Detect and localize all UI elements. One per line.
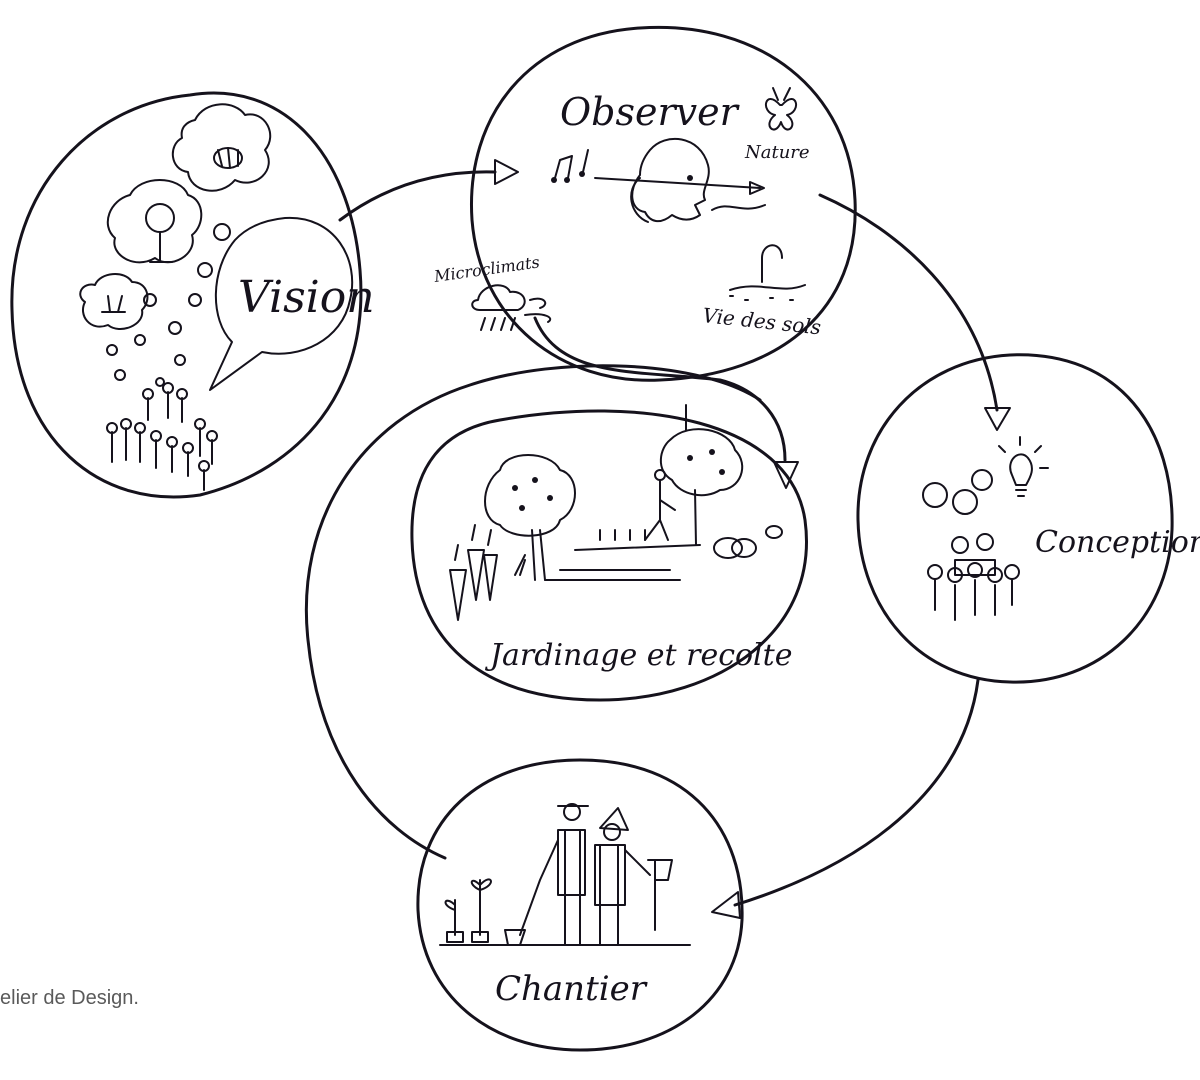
arrow-observer-to-jardinage xyxy=(533,316,787,462)
observer-stage: Observer Nature Microclimats xyxy=(432,25,857,382)
thought-bubbles xyxy=(106,223,231,387)
gears-icon xyxy=(922,469,993,515)
arrowhead-icon xyxy=(749,181,765,195)
arrow-observer-to-conception xyxy=(818,193,999,412)
observer-circle xyxy=(469,25,857,382)
plant-dream-icon xyxy=(79,273,149,330)
chantier-stage: Chantier xyxy=(416,758,744,1052)
arrow-chantier-loop xyxy=(304,364,762,860)
chantier-label: Chantier xyxy=(495,969,648,1009)
gardeners-icon xyxy=(504,803,673,946)
garden-beds xyxy=(514,529,701,581)
arrowhead-icon xyxy=(494,159,519,185)
observer-face-icon xyxy=(630,137,710,223)
conception-stage: Conception xyxy=(856,353,1200,684)
tree-dream-icon xyxy=(106,179,203,264)
butterfly-icon xyxy=(765,87,797,131)
arrowhead-icon xyxy=(984,407,1011,431)
cloud-rain-icon xyxy=(471,284,552,331)
gardener-icon xyxy=(644,469,676,541)
jardinage-circle xyxy=(410,409,808,702)
conception-circle xyxy=(856,353,1174,684)
conception-label: Conception xyxy=(1035,525,1200,560)
seedlings-icon xyxy=(444,878,492,943)
lightbulb-icon xyxy=(998,436,1049,497)
jardinage-stage: Jardinage et recolte xyxy=(410,404,808,702)
gaze-arrow xyxy=(594,177,761,189)
music-notes-icon xyxy=(551,149,589,183)
pumpkins-icon xyxy=(713,525,783,559)
jardinage-label: Jardinage et recolte xyxy=(484,638,792,673)
vision-stage: Vision xyxy=(10,91,375,499)
bee-icon xyxy=(172,103,272,192)
wind-line xyxy=(711,204,766,211)
arrow-conception-to-chantier xyxy=(733,678,980,907)
carrots-icon xyxy=(449,524,498,621)
vision-label: Vision xyxy=(238,272,375,323)
chantier-circle xyxy=(416,758,744,1052)
figure-caption: elier de Design. xyxy=(0,987,139,1009)
arrowhead-icon xyxy=(711,891,741,919)
vie-des-sols-label: Vie des sols xyxy=(701,303,822,339)
crowd-icon xyxy=(106,382,218,491)
vision-circle xyxy=(10,91,363,499)
nature-label: Nature xyxy=(744,142,810,163)
arrowhead-icon xyxy=(773,461,799,489)
garden-tree-icon xyxy=(484,404,744,581)
speech-bubble-icon xyxy=(209,216,354,391)
group-meeting-icon xyxy=(927,533,1020,621)
observer-label: Observer xyxy=(560,90,741,134)
worm-icon xyxy=(729,244,806,301)
